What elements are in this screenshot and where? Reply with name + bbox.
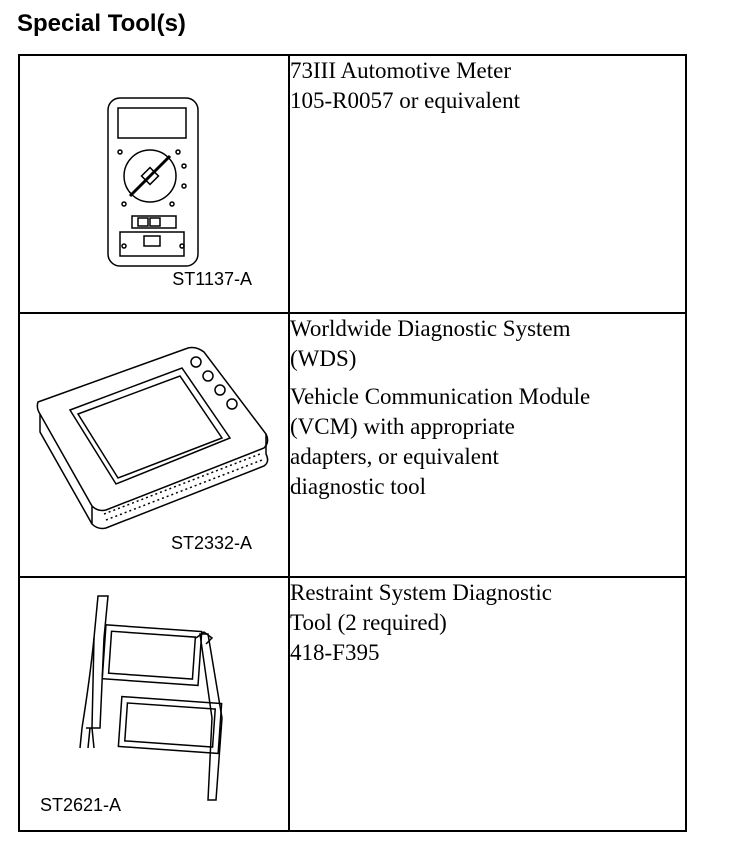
restraint-tool-icon <box>79 595 223 801</box>
tool-image-cell: ST2332-A <box>18 312 290 578</box>
tool-description: Restraint System Diagnostic Tool (2 requ… <box>288 576 687 832</box>
section-heading: Special Tool(s) <box>17 10 186 37</box>
tool-description-line: 105-R0057 or equivalent <box>290 88 520 113</box>
tool-description: Worldwide Diagnostic System (WDS) Vehicl… <box>288 312 687 578</box>
tool-image-cell: ST1137-A <box>18 54 290 314</box>
tool-row: ST2332-A Worldwide Diagnostic System (WD… <box>18 312 687 578</box>
special-tools-table: ST1137-A 73III Automotive Meter 105-R005… <box>18 54 687 832</box>
tool-description-line: 418-F395 <box>290 640 380 665</box>
diagnostic-system-icon <box>36 346 269 530</box>
tool-description-line: Restraint System Diagnostic <box>290 580 552 605</box>
tool-description-line: (VCM) with appropriate <box>290 414 515 439</box>
tool-description-line: adapters, or equivalent <box>290 444 499 469</box>
tool-row: ST1137-A 73III Automotive Meter 105-R005… <box>18 54 687 314</box>
tool-description: 73III Automotive Meter 105-R0057 or equi… <box>288 54 687 314</box>
tool-description-line: (WDS) <box>290 346 357 371</box>
tool-description-line: Vehicle Communication Module <box>290 384 591 409</box>
tool-code: ST2621-A <box>40 795 122 815</box>
tool-row: ST2621-A Restraint System Diagnostic Too… <box>18 576 687 832</box>
tool-description-line: Worldwide Diagnostic System <box>290 316 571 341</box>
tool-description-line: Tool (2 required) <box>290 610 447 635</box>
tool-code: ST2332-A <box>170 533 252 553</box>
tool-image-cell: ST2621-A <box>18 576 290 832</box>
multimeter-icon <box>107 97 199 267</box>
tool-description-line: 73III Automotive Meter <box>290 58 512 83</box>
tool-description-line: diagnostic tool <box>290 474 427 499</box>
tool-code: ST1137-A <box>172 269 252 289</box>
